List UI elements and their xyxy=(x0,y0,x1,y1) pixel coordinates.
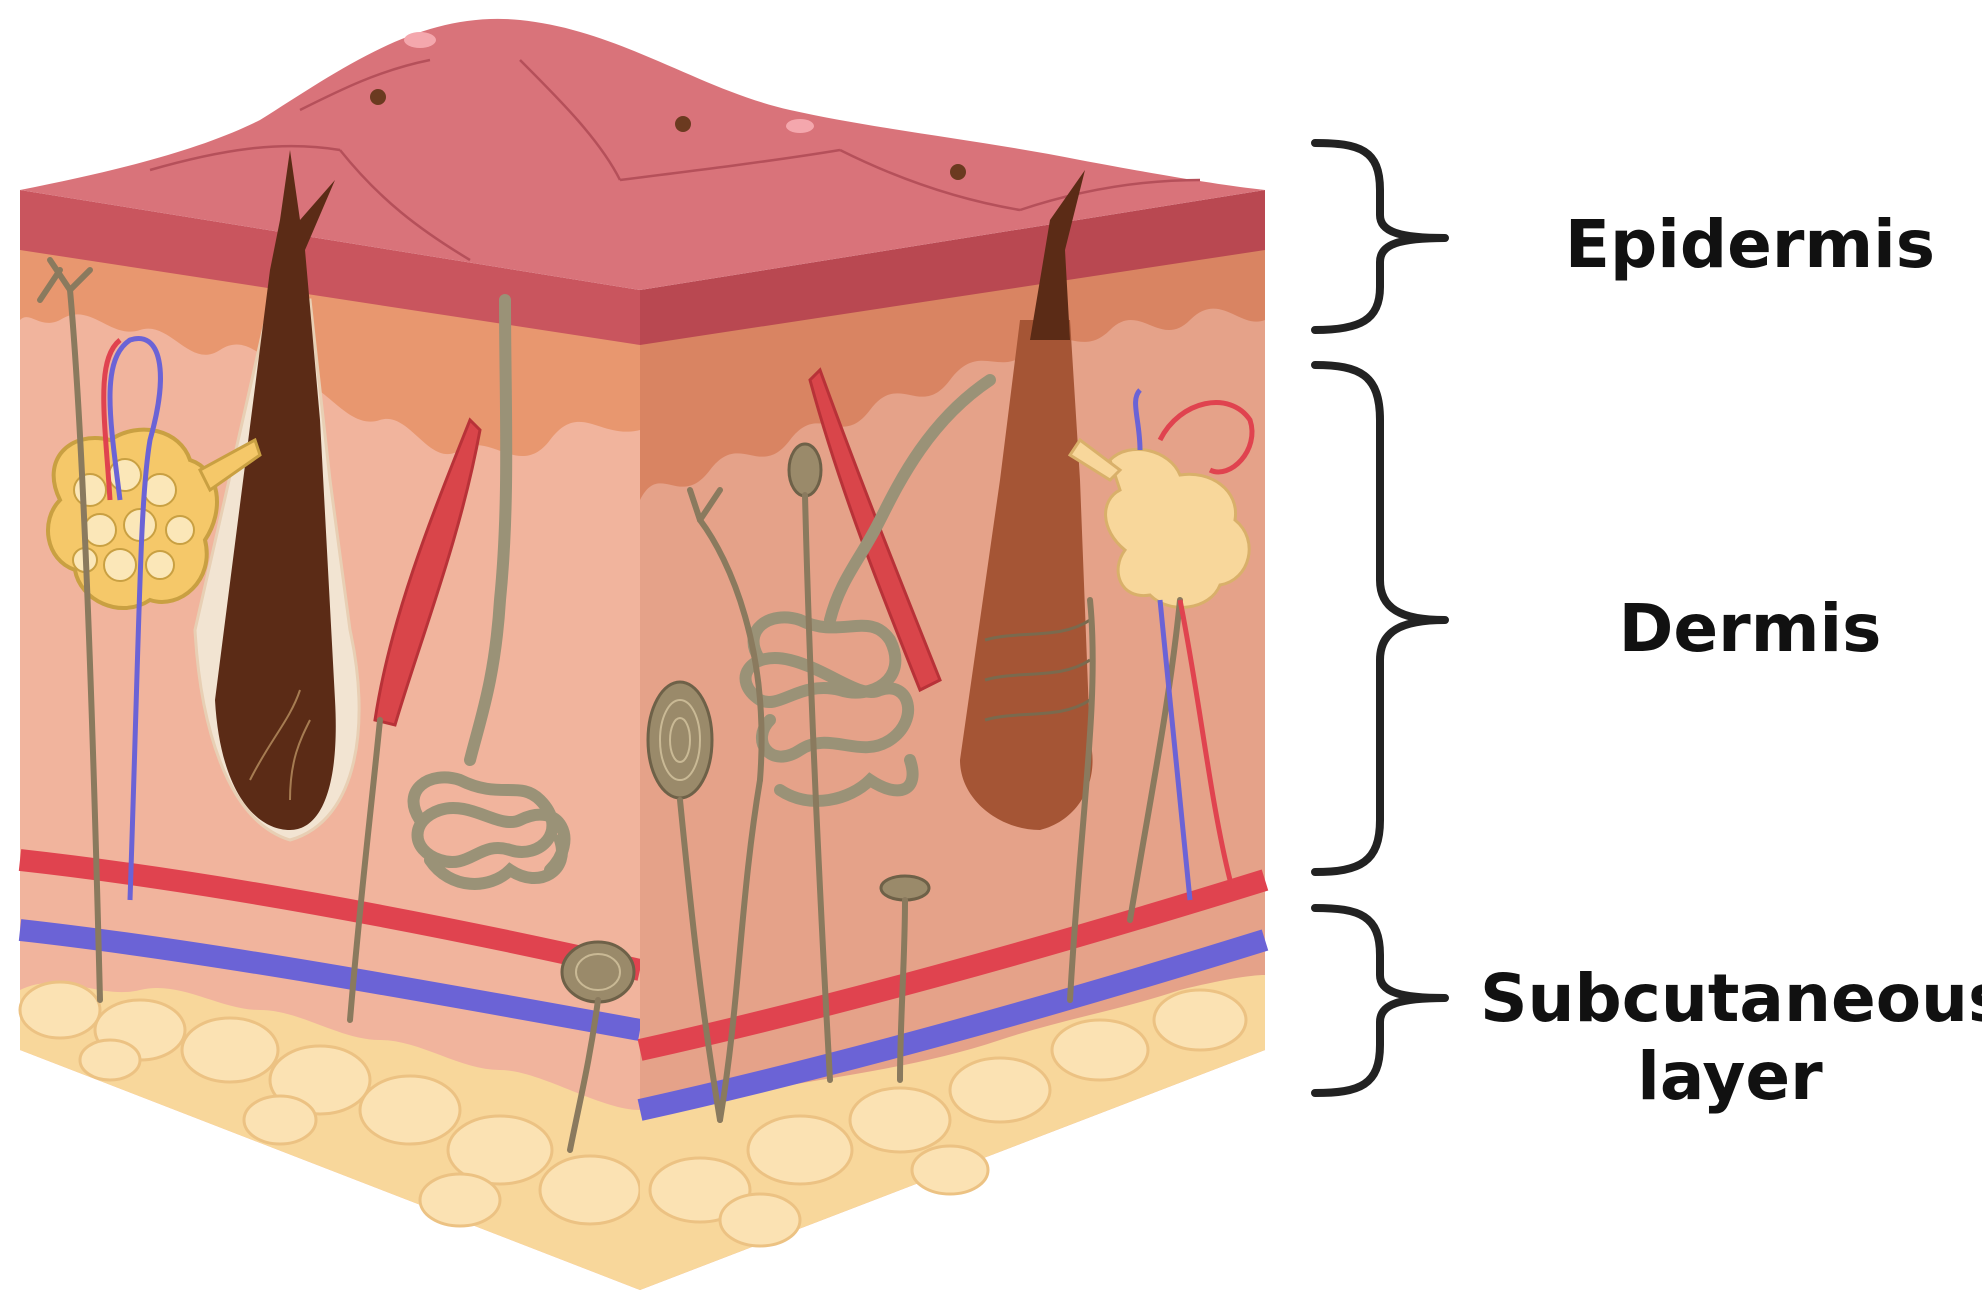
epidermis-bracket xyxy=(1311,139,1449,334)
arrector-pili-muscle-left xyxy=(373,417,482,727)
dermis-label: Dermis xyxy=(1618,590,1882,667)
skin-pores xyxy=(370,89,966,180)
subcutaneous-layer-label: Subcutaneous layer xyxy=(1480,960,1982,1116)
hair-follicle-right xyxy=(960,170,1093,830)
subcutaneous-label-line2: layer xyxy=(1637,1038,1823,1115)
fat-lobules-right xyxy=(648,988,1248,1248)
sebaceous-gland-left xyxy=(46,427,262,611)
epidermis-label: Epidermis xyxy=(1564,206,1936,283)
epidermis-edge-left xyxy=(20,190,640,345)
meissner-corpuscle xyxy=(787,442,823,498)
epidermis-edge-right xyxy=(640,190,1265,345)
capillary-loop-right xyxy=(1133,388,1255,901)
pacinian-corpuscle-large xyxy=(646,680,714,800)
hair-follicle-left xyxy=(193,150,361,842)
skin-surface-lines xyxy=(149,58,1201,262)
subcutaneous-label-line1: Subcutaneous xyxy=(1480,960,1982,1037)
sweat-gland-right xyxy=(739,374,996,807)
capillary-loop-left xyxy=(101,336,163,901)
pacinian-corpuscle-small xyxy=(560,940,636,1004)
fat-lobules-left xyxy=(18,980,642,1228)
free-nerve-ending xyxy=(879,874,931,902)
papillary-layer-left xyxy=(20,240,640,457)
brackets xyxy=(1311,139,1449,1097)
papillary-layer-right xyxy=(640,200,1265,500)
nerve-fibers xyxy=(37,257,1183,1153)
artery-right xyxy=(637,869,1269,1061)
skin-highlights xyxy=(404,32,814,133)
epidermis-top-surface xyxy=(20,18,1265,291)
right-face xyxy=(637,200,1269,1290)
sebaceous-gland-right xyxy=(1067,437,1251,609)
sweat-gland-left xyxy=(407,294,571,890)
dermis-bracket xyxy=(1311,361,1449,876)
subcutaneous-bracket xyxy=(1311,904,1449,1097)
